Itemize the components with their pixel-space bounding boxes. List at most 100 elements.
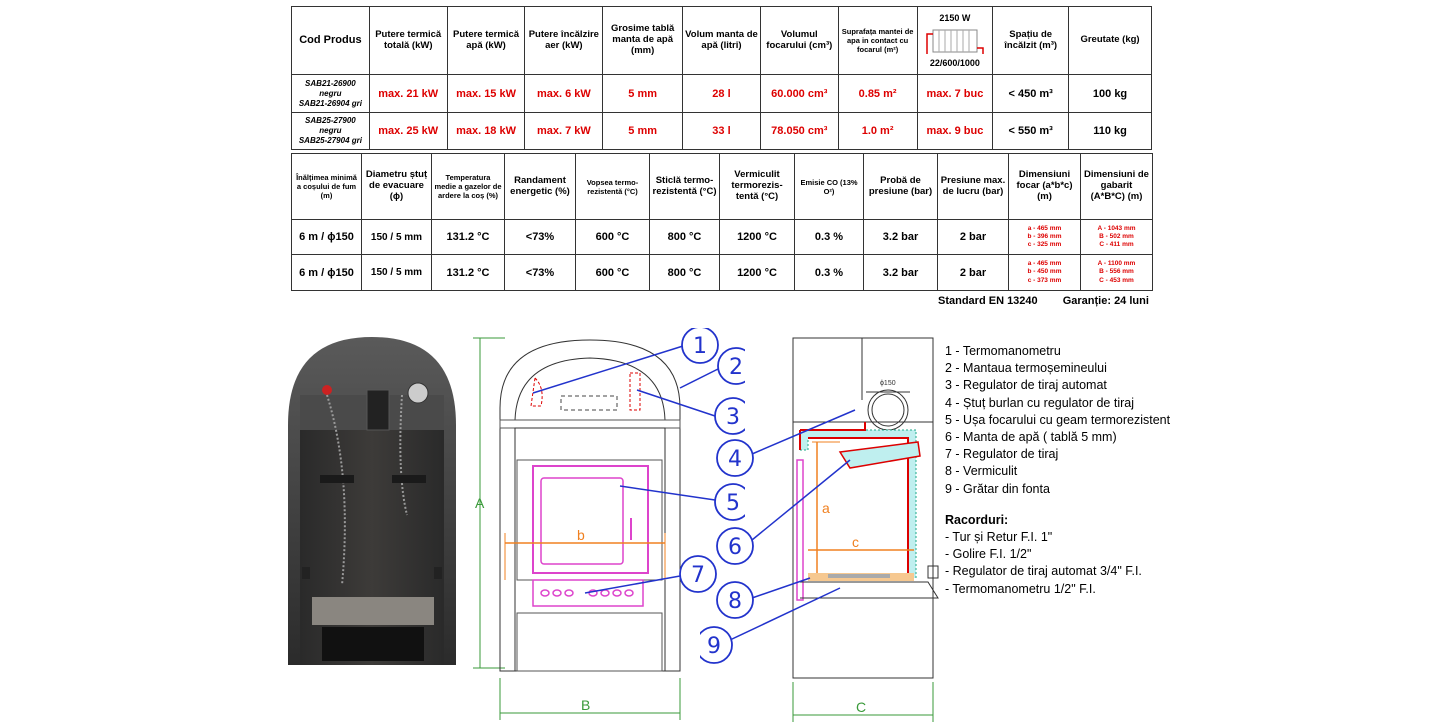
- cell: max. 15 kW: [446, 74, 526, 113]
- pipe-diameter-label: ϕ150: [880, 380, 896, 387]
- cell: 110 kg: [1068, 112, 1152, 150]
- legend-item: 2 - Mantaua termoșemineului: [945, 361, 1107, 376]
- dim-label-B: B: [581, 697, 590, 713]
- legend-item: 3 - Regulator de tiraj automat: [945, 378, 1107, 393]
- cell: < 550 m³: [992, 112, 1070, 150]
- cell: 1.0 m²: [837, 112, 918, 150]
- cell: 6 m / ϕ150: [291, 219, 362, 255]
- callout-6: 6: [728, 535, 742, 560]
- cell: 800 °C: [649, 254, 720, 291]
- cell: 150 / 5 mm: [361, 254, 432, 291]
- parts-legend: 1 - Termomanometru 2 - Mantaua termoșemi…: [945, 343, 1170, 598]
- cell: 150 / 5 mm: [361, 219, 432, 255]
- dim-label-c: c: [852, 534, 859, 550]
- cell: 600 °C: [575, 254, 650, 291]
- cell: 6 m / ϕ150: [291, 254, 362, 291]
- table-row: 6 m / ϕ150 150 / 5 mm 131.2 °C <73% 600 …: [291, 219, 1153, 255]
- spec-table-technical: Înălțimea minimă a coșului de fum (m) Di…: [291, 153, 1153, 291]
- cell: 1200 °C: [719, 254, 795, 291]
- header-dimensiuni-gabarit: Dimensiuni de gabarit (A*B*C) (m): [1080, 153, 1153, 220]
- callout-5: 5: [726, 491, 740, 516]
- warranty-label: Garanție: 24 luni: [1062, 295, 1149, 307]
- header-spatiu-incalzit: Spațiu de încălzit (m³): [992, 6, 1070, 75]
- radiator-dims-label: 22/600/1000: [929, 57, 980, 68]
- connections-title: Racorduri:: [945, 512, 1009, 527]
- header-putere-totala: Putere termică totală (kW): [368, 6, 448, 75]
- header-dimensiuni-focar: Dimensiuni focar (a*b*c) (m): [1008, 153, 1081, 220]
- callout-9: 9: [707, 634, 721, 659]
- cell: 3.2 bar: [863, 254, 938, 291]
- header-emisie-co: Emisie CO (13% O²): [794, 153, 864, 220]
- connection-item: - Regulator de tiraj automat 3/4" F.I.: [945, 564, 1142, 579]
- callout-4: 4: [728, 447, 742, 472]
- cell: 131.2 °C: [431, 219, 505, 255]
- cell: 0.3 %: [794, 254, 864, 291]
- legend-item: 5 - Ușa focarului cu geam termorezistent: [945, 412, 1171, 427]
- cell: 28 l: [682, 74, 761, 113]
- callout-3: 3: [726, 405, 740, 430]
- cell: 5 mm: [602, 74, 684, 113]
- front-view-drawing: A b B 1 2 3 5 7: [473, 328, 745, 720]
- table-row: 6 m / ϕ150 150 / 5 mm 131.2 °C <73% 600 …: [291, 254, 1153, 291]
- section-view-drawing: ϕ150 a c C 4 6 8 9: [700, 337, 939, 722]
- cell: <73%: [504, 219, 576, 255]
- standard-label: Standard EN 13240: [938, 295, 1038, 307]
- stove-back-photo: [288, 337, 456, 665]
- header-volum-manta: Volum manta de apă (litri): [682, 6, 761, 75]
- header-cod-produs: Cod Produs: [291, 6, 370, 75]
- cell: max. 25 kW: [368, 112, 448, 150]
- dim-label-C: C: [856, 699, 866, 715]
- callout-1: 1: [693, 334, 707, 359]
- dim-label-a: a: [822, 500, 830, 516]
- connection-item: - Termomanometru 1/2" F.I.: [945, 581, 1096, 596]
- cell: 3.2 bar: [863, 219, 938, 255]
- cell: 5 mm: [602, 112, 684, 150]
- cell: max. 21 kW: [368, 74, 448, 113]
- cell: 0.85 m²: [837, 74, 918, 113]
- spec-table-power: Cod Produs Putere termică totală (kW) Pu…: [291, 6, 1152, 150]
- header-presiune-max: Presiune max. de lucru (bar): [937, 153, 1009, 220]
- header-sticla: Sticlă termo-rezistentă (°C): [649, 153, 720, 220]
- header-diametru-stut: Diametru ștuț de evacuare (ϕ): [361, 153, 432, 220]
- cell: max. 18 kW: [446, 112, 526, 150]
- legend-item: 6 - Manta de apă ( tablă 5 mm): [945, 430, 1117, 445]
- footer-note: Standard EN 13240 Garanție: 24 luni: [938, 295, 1171, 307]
- cell: 2 bar: [937, 254, 1009, 291]
- legend-item: 8 - Vermiculit: [945, 464, 1018, 479]
- cell: max. 7 buc: [916, 74, 994, 113]
- cell: 78.050 cm³: [759, 112, 839, 150]
- cell: max. 9 buc: [916, 112, 994, 150]
- header-proba-presiune: Probă de presiune (bar): [863, 153, 938, 220]
- header-suprafata-manta: Suprafața mantei de apa in contact cu fo…: [837, 6, 918, 75]
- legend-item: 1 - Termomanometru: [945, 344, 1061, 358]
- dim-label-A: A: [475, 495, 485, 511]
- dim-label-b: b: [577, 527, 585, 543]
- cell: 0.3 %: [794, 219, 864, 255]
- header-temperatura-gaze: Temperatura medie a gazelor de ardere la…: [431, 153, 505, 220]
- header-grosime-tabla: Grosime tablă manta de apă (mm): [602, 6, 684, 75]
- header-randament: Randament energetic (%): [504, 153, 576, 220]
- header-vopsea: Vopsea termo-rezistentă (°C): [575, 153, 650, 220]
- callout-2: 2: [729, 355, 743, 380]
- header-putere-aer: Putere încălzire aer (kW): [524, 6, 604, 75]
- cell: max. 7 kW: [524, 112, 604, 150]
- legend-item: 4 - Ștuț burlan cu regulator de tiraj: [945, 395, 1134, 410]
- header-vermiculit: Vermiculit termorezis-tentă (°C): [719, 153, 795, 220]
- header-inaltime-cos: Înălțimea minimă a coșului de fum (m): [291, 153, 362, 220]
- callout-7: 7: [691, 563, 705, 588]
- cell: 2 bar: [937, 219, 1009, 255]
- cell: 100 kg: [1068, 74, 1152, 113]
- cell: 600 °C: [575, 219, 650, 255]
- radiator-power-label: 2150 W: [939, 12, 971, 23]
- cell: <73%: [504, 254, 576, 291]
- cell: 1200 °C: [719, 219, 795, 255]
- header-greutate: Greutate (kg): [1068, 6, 1152, 75]
- legend-item: 9 - Grătar din fonta: [945, 481, 1050, 496]
